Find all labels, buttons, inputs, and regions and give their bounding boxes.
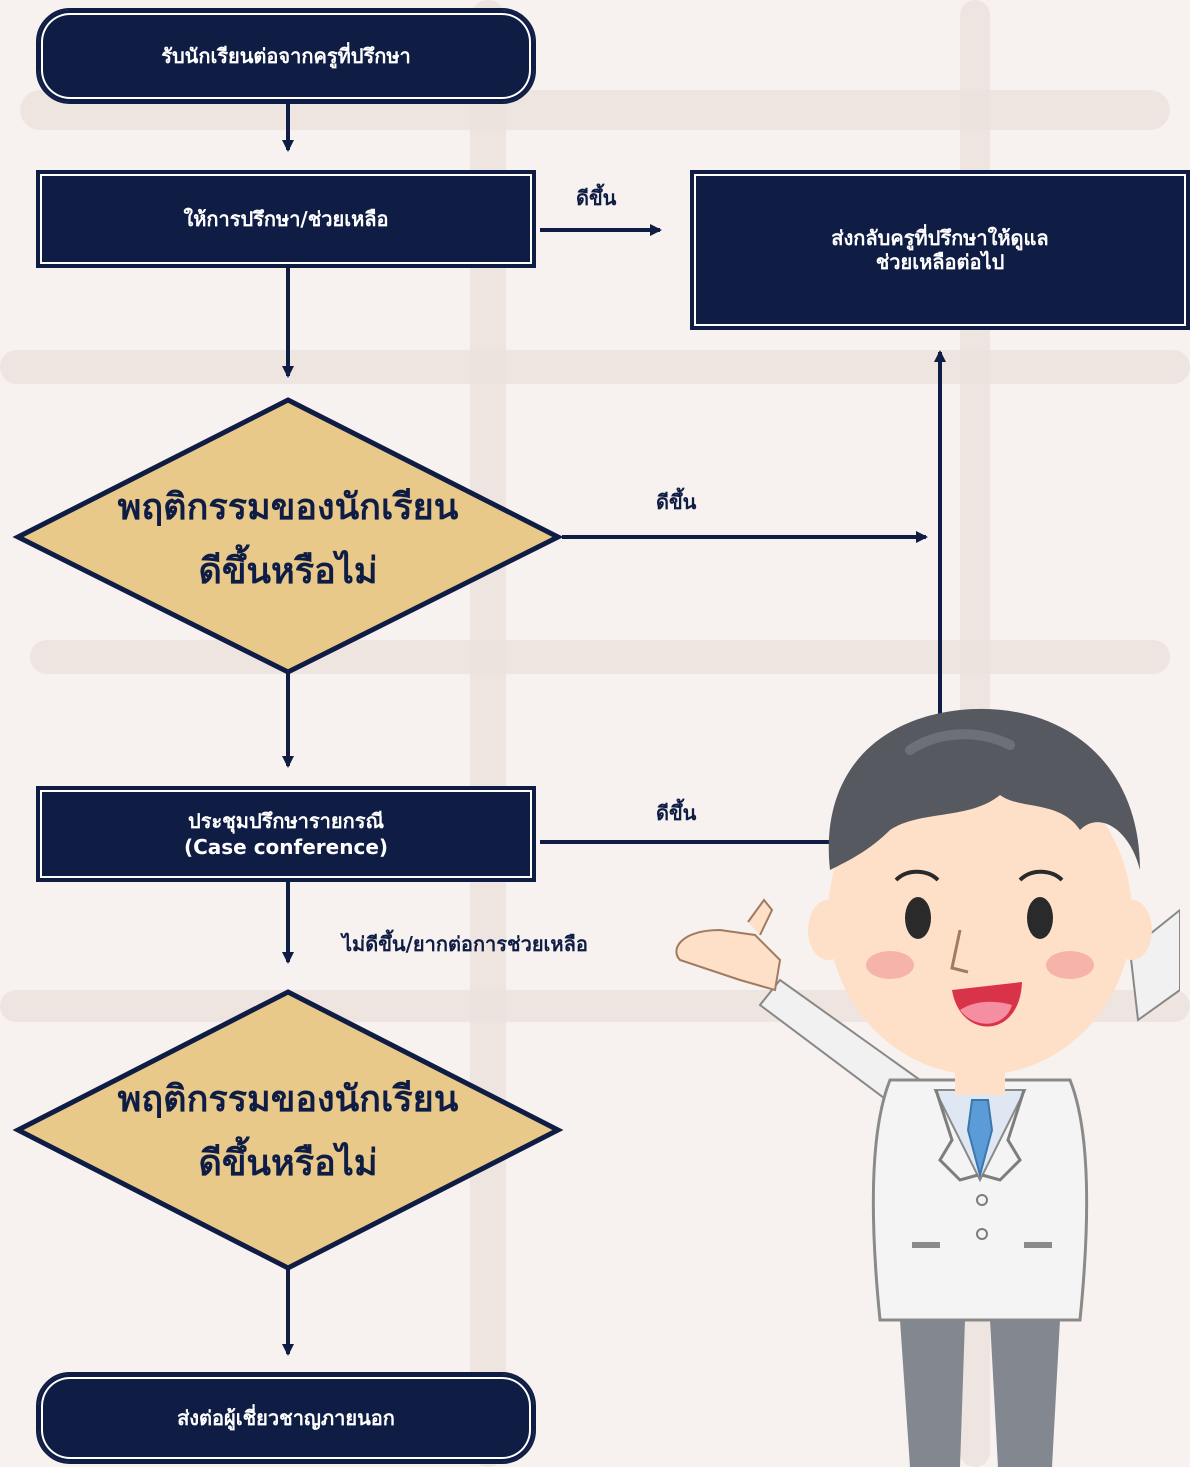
edge-label-not-better: ไม่ดีขึ้น/ยากต่อการช่วยเหลือ (342, 932, 588, 956)
end-node-label: ส่งต่อผู้เชี่ยวชาญภายนอก (177, 1406, 395, 1430)
background-stroke (0, 350, 1190, 384)
decision2-diamond (12, 989, 564, 1271)
edge-label-decision1-better: ดีขึ้น (656, 490, 697, 514)
return-node-label: ส่งกลับครูที่ปรึกษาให้ดูแล ช่วยเหลือต่อไ… (831, 226, 1049, 274)
decision2-line2: ดีขึ้นหรือไม่ (198, 1143, 378, 1184)
teacher-character-icon (675, 708, 1180, 1467)
decision1-line1: พฤติกรรมของนักเรียน (117, 487, 459, 528)
edge-label-conference-better: ดีขึ้น (656, 801, 697, 825)
conference-line2: (Case conference) (183, 835, 389, 859)
counsel-node-label: ให้การปรึกษา/ช่วยเหลือ (183, 207, 389, 231)
decision1-text: พฤติกรรมของนักเรียน ดีขึ้นหรือไม่ (60, 476, 516, 604)
decision2-line1: พฤติกรรมของนักเรียน (117, 1079, 459, 1120)
decision1-diamond (12, 397, 564, 675)
end-node: ส่งต่อผู้เชี่ยวชาญภายนอก (36, 1372, 536, 1464)
conference-line1: ประชุมปรึกษารายกรณี (188, 809, 384, 833)
edge-label-counsel-better: ดีขึ้น (576, 186, 617, 210)
decision2-text: พฤติกรรมของนักเรียน ดีขึ้นหรือไม่ (60, 1068, 516, 1196)
conference-node: ประชุมปรึกษารายกรณี (Case conference) (36, 786, 536, 882)
start-node: รับนักเรียนต่อจากครูที่ปรึกษา (36, 8, 536, 104)
decision1-line2: ดีขึ้นหรือไม่ (198, 551, 378, 592)
return-node: ส่งกลับครูที่ปรึกษาให้ดูแล ช่วยเหลือต่อไ… (690, 170, 1190, 330)
start-node-label: รับนักเรียนต่อจากครูที่ปรึกษา (161, 44, 411, 68)
counsel-node: ให้การปรึกษา/ช่วยเหลือ (36, 170, 536, 268)
